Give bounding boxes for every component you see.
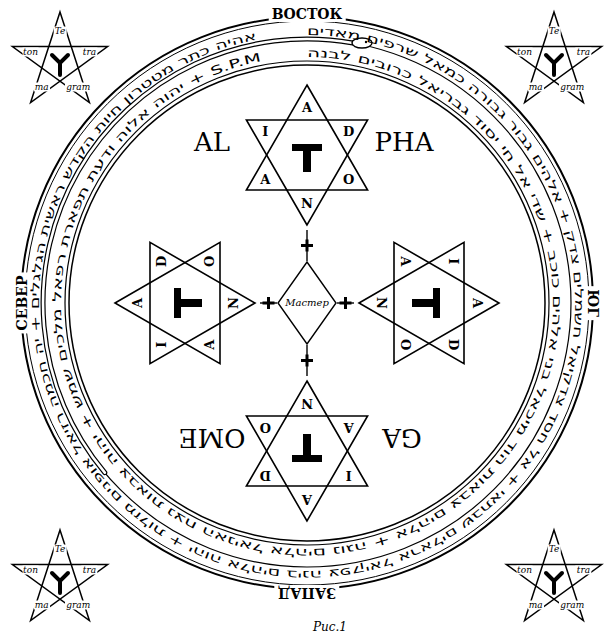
letter-label: ma <box>34 601 50 610</box>
letter-label: D <box>447 339 460 350</box>
letter-label: Te <box>548 27 561 36</box>
center-label: Мастер <box>285 298 329 308</box>
letter-label: ma <box>528 83 544 92</box>
letter-label: D <box>343 125 354 138</box>
ring-inscription: יהוה אלוה ודעת תפארת רפאל מלכים שמש + יה… <box>50 46 564 560</box>
letter-label: D <box>260 469 271 482</box>
pentagram-outline <box>5 5 115 115</box>
letter-label: Te <box>54 545 67 554</box>
letter-label: gram <box>559 601 585 610</box>
letter-label: ma <box>34 83 50 92</box>
letter-label: O <box>343 173 354 186</box>
letter-label: ton <box>516 48 533 57</box>
letter-label: A <box>302 101 312 114</box>
connector <box>337 297 354 309</box>
letter-label: D <box>155 256 168 267</box>
letter-label: A <box>399 256 412 266</box>
letter-label: ton <box>22 566 39 575</box>
hexagram: A D O N A I <box>354 238 504 368</box>
letter-label: Te <box>548 545 561 554</box>
compass-label: ЮГ <box>585 286 601 320</box>
letter-label: O <box>399 339 412 350</box>
letter-label: A <box>260 173 270 186</box>
letter-label: I <box>346 469 352 482</box>
pentagram: Te tra gram ma ton <box>499 5 609 115</box>
compass-label: ВОСТОК <box>269 6 346 22</box>
ring-inscription: אהיה כתר מטטרון חיות הקדש ראשית הגלגלים … <box>28 24 586 582</box>
hexagram: OMEGAADONAI <box>242 376 372 526</box>
letter-label: tra <box>82 566 97 575</box>
letter-label: O <box>260 421 271 434</box>
letter-label: A <box>302 493 312 506</box>
letter-label: A <box>471 298 484 308</box>
word-label: PHA <box>375 129 434 155</box>
letter-label: N <box>375 297 388 309</box>
letter-label: tra <box>576 48 591 57</box>
letter-label: N <box>301 397 313 410</box>
pentagram-outline <box>5 523 115 633</box>
pentagram: Te tra gram ma ton <box>5 5 115 115</box>
letter-label: I <box>447 258 460 264</box>
connector <box>301 345 313 376</box>
letter-label: I <box>262 125 268 138</box>
letter-label: ton <box>516 566 533 575</box>
pentagram-outline <box>499 5 609 115</box>
word-label: AL <box>194 129 230 155</box>
hexagram: A D O N A I <box>110 238 260 368</box>
center-diamond: Мастер <box>277 261 337 345</box>
pentagram: Te tra gram ma ton <box>5 523 115 633</box>
connector <box>260 297 277 309</box>
word-label: GA <box>382 425 422 451</box>
letter-label: A <box>344 421 354 434</box>
word-label: OME <box>179 425 246 451</box>
letter-label: gram <box>65 83 91 92</box>
letter-label: gram <box>559 83 585 92</box>
pentagram: Te tra gram ma ton <box>499 523 609 633</box>
letter-label: O <box>203 256 216 267</box>
letter-label: tra <box>576 566 591 575</box>
letter-label: A <box>203 340 216 350</box>
connector <box>301 230 313 261</box>
hexagram: ALPHAADONAI <box>242 80 372 230</box>
letter-label: N <box>301 197 313 210</box>
letter-label: ma <box>528 601 544 610</box>
pentagram-outline <box>499 523 609 633</box>
letter-label: tra <box>82 48 97 57</box>
letter-label: I <box>155 342 168 348</box>
letter-label: N <box>227 297 240 309</box>
letter-label: A <box>131 298 144 308</box>
figure-caption: Рис.1 <box>313 621 347 633</box>
letter-label: gram <box>65 601 91 610</box>
letter-label: ton <box>22 48 39 57</box>
compass-label: СЕВЕР <box>14 273 30 334</box>
letter-label: Te <box>54 27 67 36</box>
compass-label: ЗАПАД <box>275 585 340 601</box>
